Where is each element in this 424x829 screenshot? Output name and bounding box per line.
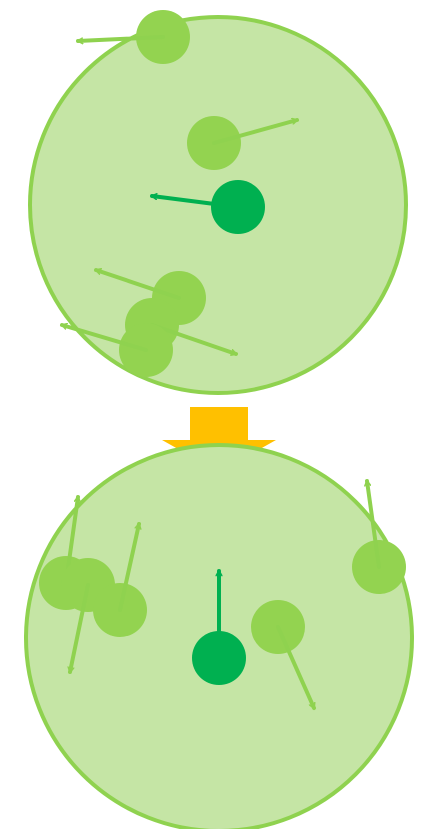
panel-before [30, 10, 406, 393]
panel-after [26, 445, 412, 829]
